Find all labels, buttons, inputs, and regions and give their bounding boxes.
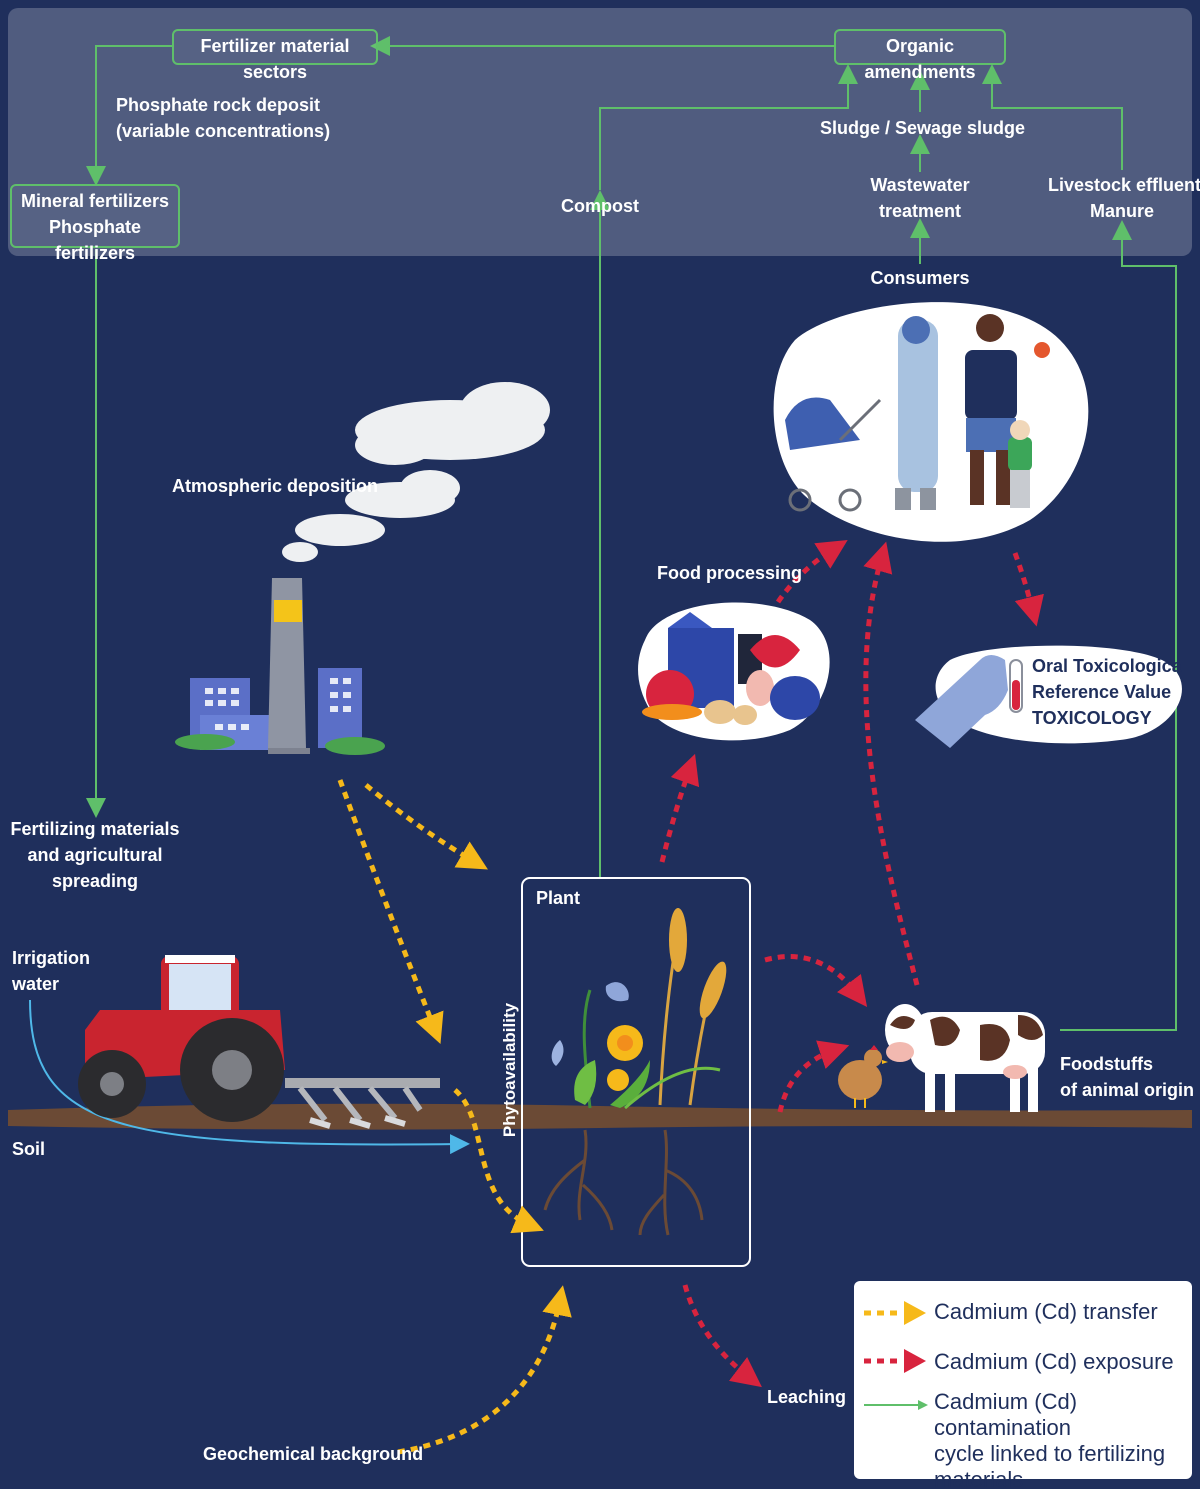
legend-exposure-text: Cadmium (Cd) exposure <box>934 1349 1174 1374</box>
soil-label: Soil <box>12 1139 46 1159</box>
legend-transfer-swatch <box>864 1301 926 1325</box>
mineral-fertilizers-box: Mineral fertilizers Phosphate fertilizer… <box>10 184 180 263</box>
organic-amendments-label: Organic amendments <box>864 36 976 82</box>
legend-cycle-line-1: Cadmium (Cd) contamination <box>934 1389 1078 1440</box>
soil-strip <box>8 1103 1192 1130</box>
roots-illustration <box>543 1129 704 1236</box>
cow-illustration <box>885 1004 1045 1112</box>
wastewater-label: Wastewater treatment <box>860 172 980 224</box>
livestock-line-1: Livestock effluents <box>1048 175 1200 195</box>
plant-label: Plant <box>536 888 581 908</box>
smoke-clouds <box>282 382 550 562</box>
legend-cycle-row: Cadmium (Cd) contamination cycle linked … <box>854 1387 1192 1489</box>
toxicology-line: TOXICOLOGY <box>1032 708 1152 728</box>
food-processing-label: Food processing <box>657 563 803 583</box>
phosphate-fertilizers-label: Phosphate fertilizers <box>48 217 141 263</box>
wastewater-line-1: Wastewater <box>870 175 970 195</box>
legend-exposure-swatch <box>864 1349 926 1373</box>
oral-toxicological-label: Oral Toxicological Reference Value TOXIC… <box>1032 653 1187 731</box>
irrigation-line-1: Irrigation <box>12 948 91 968</box>
foodstuffs-line-2: of animal origin <box>1060 1080 1195 1100</box>
livestock-label: Livestock effluents Manure <box>1048 172 1200 224</box>
legend-exposure-row: Cadmium (Cd) exposure <box>854 1339 1192 1379</box>
legend-cycle-line-3: materials <box>934 1467 1024 1489</box>
compost-label: Compost <box>561 196 639 216</box>
plant-box <box>521 877 751 1267</box>
wastewater-line-2: treatment <box>878 201 962 221</box>
livestock-line-2: Manure <box>1089 201 1154 221</box>
sludge-label: Sludge / Sewage sludge <box>820 118 1026 138</box>
fertilizing-line-2: and agricultural <box>27 845 163 865</box>
foodstuffs-line-1: Foodstuffs <box>1060 1054 1153 1074</box>
phosphate-rock-line-1: Phosphate rock deposit <box>116 95 321 115</box>
plant-illustration <box>551 908 727 1110</box>
tractor-illustration <box>78 955 440 1129</box>
fertilizing-line-1: Fertilizing materials <box>10 819 180 839</box>
transfer-arrows <box>337 779 572 1455</box>
atmospheric-deposition-label: Atmospheric deposition <box>172 476 379 496</box>
legend-transfer-row: Cadmium (Cd) transfer <box>854 1291 1192 1331</box>
legend-cycle-swatch <box>864 1400 928 1410</box>
phosphate-rock-label: Phosphate rock deposit (variable concent… <box>116 92 330 144</box>
legend: Cadmium (Cd) transfer Cadmium (Cd) expos… <box>854 1281 1192 1489</box>
mineral-fertilizers-label: Mineral fertilizers <box>20 191 170 211</box>
exposure-arrows <box>659 540 1044 1388</box>
legend-cycle-text: Cadmium (Cd) contamination cycle linked … <box>934 1389 1192 1489</box>
toxicology-illustration <box>915 655 1023 748</box>
foodstuffs-label: Foodstuffs of animal origin <box>1060 1051 1194 1103</box>
oral-line-2: Reference Value <box>1032 682 1172 702</box>
fertilizer-sectors-box: Fertilizer material sectors <box>172 29 378 82</box>
consumers-illustration <box>785 314 1050 512</box>
irrigation-line <box>29 999 470 1155</box>
factory-illustration <box>175 578 385 755</box>
fertilizing-materials-label: Fertilizing materials and agricultural s… <box>10 816 180 894</box>
fertilizer-sectors-label: Fertilizer material sectors <box>200 36 350 82</box>
irrigation-line-2: water <box>12 974 60 994</box>
irrigation-water-label: Irrigation water <box>12 945 90 997</box>
hen-illustration <box>838 1045 888 1108</box>
organic-amendments-box: Organic amendments <box>834 29 1006 82</box>
food-illustration <box>642 612 820 725</box>
fertilizing-line-3: spreading <box>51 871 139 891</box>
legend-cycle-line-2: cycle linked to fertilizing <box>934 1441 1166 1466</box>
phytoavailability-label: Phytoavailability <box>500 1002 519 1138</box>
legend-transfer-text: Cadmium (Cd) transfer <box>934 1299 1158 1324</box>
oral-line-1: Oral Toxicological <box>1032 656 1187 676</box>
geochemical-background-label: Geochemical background <box>203 1444 424 1464</box>
contamination-cycle-lines <box>86 36 1177 1031</box>
phosphate-rock-line-2: (variable concentrations) <box>116 121 331 141</box>
leaching-label: Leaching <box>767 1387 847 1407</box>
consumers-label: Consumers <box>870 268 970 288</box>
